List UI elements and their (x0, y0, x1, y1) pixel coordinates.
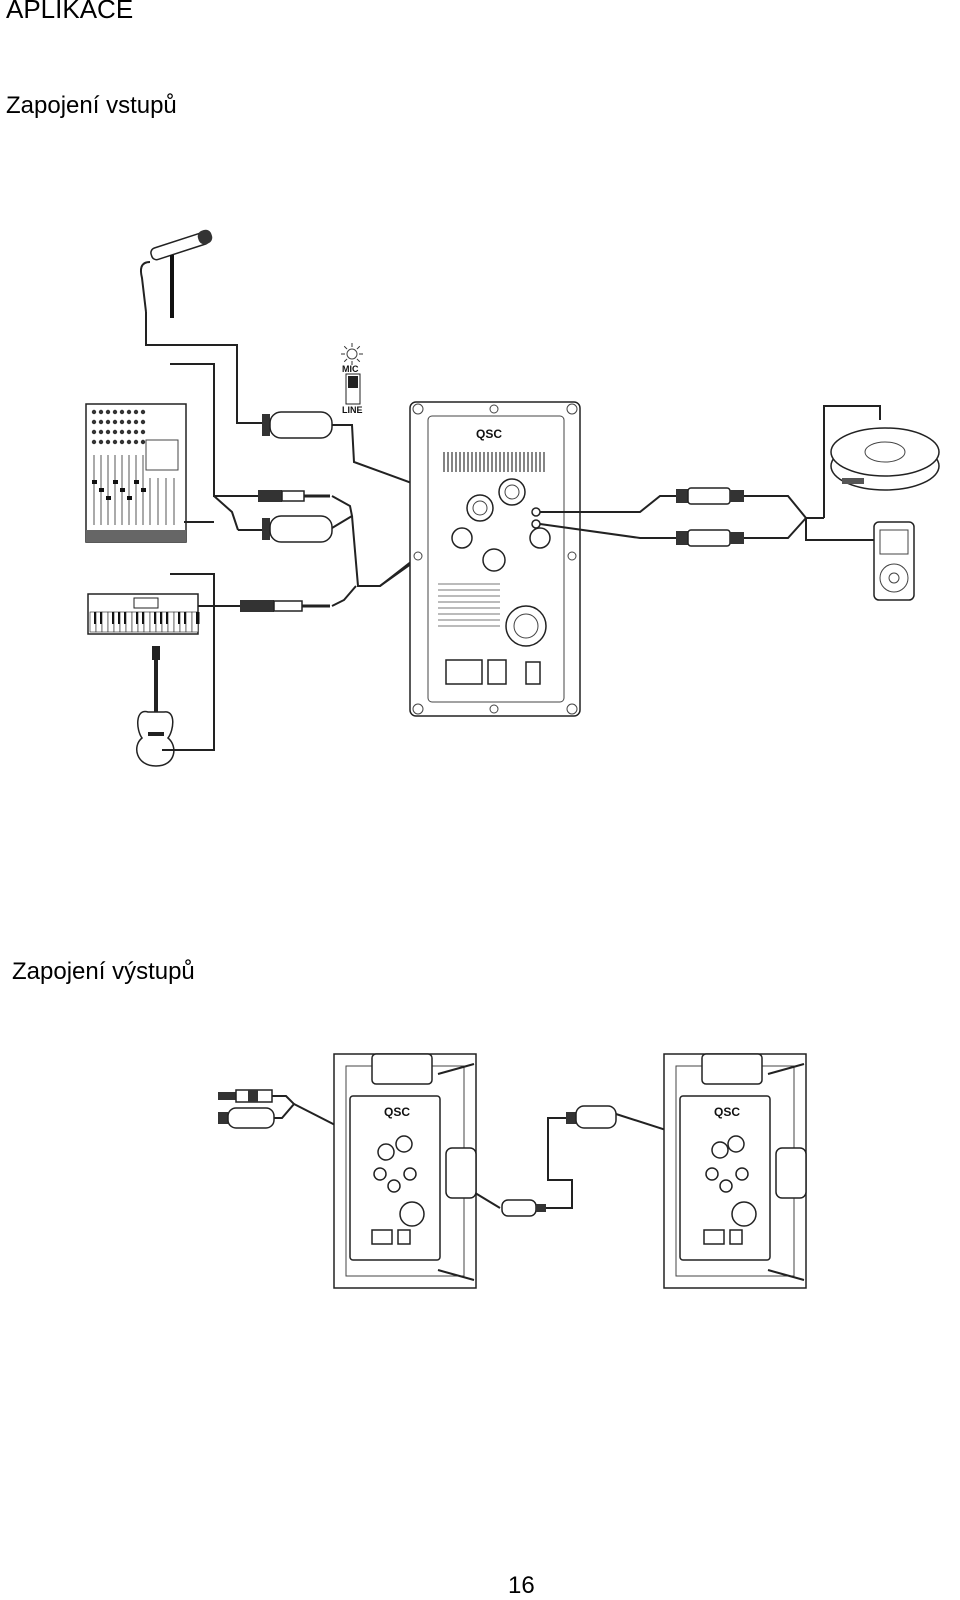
jack-plug-icon (218, 1089, 273, 1103)
speaker-rear-panel-icon: QSC (409, 401, 581, 717)
inputs-diagram: MIC LINE QSC (85, 229, 940, 767)
keyboard-icon (87, 593, 200, 635)
page-heading: APLIKACE (6, 0, 134, 24)
xlr-plug-icon (262, 515, 333, 543)
inputs-section-title: Zapojení vstupů (6, 92, 177, 119)
panel-brand-logo: QSC (476, 427, 502, 441)
panel-brand-logo: QSC (384, 1105, 410, 1119)
page-number: 16 (508, 1572, 535, 1599)
outputs-section-title: Zapojení výstupů (12, 958, 195, 985)
xlr-plug-icon (218, 1107, 275, 1129)
mic-line-switch-icon: MIC LINE (341, 343, 363, 415)
switch-label-mic: MIC (342, 364, 359, 374)
speaker-back-icon: QSC (333, 1053, 477, 1289)
mp3-player-icon (873, 521, 915, 601)
guitar-icon (136, 646, 175, 767)
rca-plug-icon (676, 487, 744, 505)
xlr-plug-icon (566, 1105, 617, 1129)
cd-player-icon (830, 427, 940, 491)
speaker-back-icon: QSC (663, 1053, 807, 1289)
jack-plug-icon (240, 600, 330, 612)
mixer-icon (85, 403, 187, 543)
jack-plug-icon (258, 490, 330, 502)
panel-brand-logo: QSC (714, 1105, 740, 1119)
switch-label-line: LINE (342, 405, 363, 415)
xlr-plug-icon (262, 411, 333, 439)
xlr-cable-icon (501, 1199, 546, 1217)
outputs-diagram: QSC QSC (218, 1053, 807, 1289)
rca-plug-icon (676, 529, 744, 547)
microphone-icon (140, 229, 213, 318)
